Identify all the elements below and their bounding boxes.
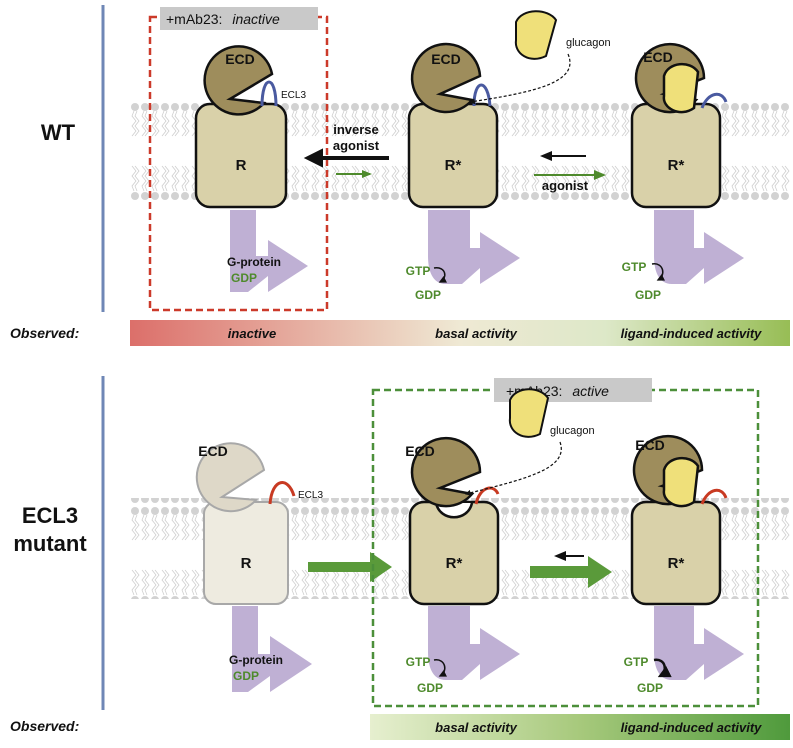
mutant-forward-arrow (530, 556, 612, 588)
wt-gdp-label-1: GDP (231, 271, 257, 285)
mutant-gradient-ligand: ligand-induced activity (621, 720, 763, 735)
mutant-gprotein-label: G-protein (229, 653, 283, 667)
wt-glucagon-1 (514, 10, 558, 60)
wt-receptor-ligand (630, 102, 722, 209)
wt-inverse-arrow (303, 148, 389, 168)
wt-gprotein-inactive (230, 210, 308, 292)
wt-agonist-forward-head (594, 170, 606, 180)
mutant-gtp-label-2: GTP (624, 655, 649, 669)
wt-box-tag (160, 7, 318, 30)
mutant-receptor-basal-label: R* (446, 555, 463, 572)
wt-inverse-label-1: inverse (333, 122, 379, 137)
wt-receptor-ligand-label: R* (668, 157, 685, 174)
wt-gdp-label-2: GDP (415, 288, 441, 302)
wt-row-label: WT (41, 120, 76, 145)
wt-agonist-label: agonist (542, 178, 589, 193)
wt-glucagon-bound (662, 63, 700, 114)
mutant-back-head (554, 551, 566, 561)
wt-gprotein-ligand (654, 210, 744, 284)
wt-receptor-inactive (194, 102, 288, 209)
wt-glucagon-label-1: glucagon (566, 37, 611, 49)
mutant-gprotein-ligand (654, 606, 744, 680)
mutant-gdp-label-1: GDP (233, 669, 259, 683)
mutant-receptor-inactive-label: R (241, 555, 252, 572)
wt-ecl3-loop-inactive (260, 80, 278, 107)
mutant-observed-gradient (370, 714, 790, 740)
mutant-glucagon-label-1: glucagon (550, 425, 595, 437)
wt-receptor-inactive-label: R (236, 157, 247, 174)
mutant-observed-label: Observed: (10, 718, 79, 734)
mutant-receptor-inactive (203, 501, 289, 605)
wt-observed-label: Observed: (10, 325, 79, 341)
wt-gtp-label-2: GTP (622, 260, 647, 274)
mutant-box-state: active (572, 383, 609, 399)
wt-ecl3-loop-ligand (700, 92, 728, 109)
wt-box-state: inactive (232, 11, 280, 27)
wt-gprotein-basal (428, 210, 520, 284)
mutant-ecd-open (410, 436, 482, 508)
mutant-gtp-label-1: GTP (406, 655, 431, 669)
mutant-ecl3-label: ECL3 (298, 490, 323, 501)
mutant-ecd-faded (195, 442, 266, 513)
wt-gtp-exchange-1 (433, 267, 448, 283)
mutant-gprotein-basal (428, 606, 520, 680)
mutant-glucagon-bound (662, 457, 700, 508)
wt-box-prefix: +mAb23: (166, 11, 222, 27)
mutant-glucagon-1 (508, 388, 550, 438)
wt-basal-forward-arrowhead (362, 170, 372, 178)
wt-gprotein-label: G-protein (227, 255, 281, 269)
wt-ecd-bound-label: ECD (643, 49, 673, 65)
wt-gradient-ligand: ligand-induced activity (621, 326, 763, 341)
wt-ecd-open (410, 42, 482, 114)
mutant-basal-arrow (308, 552, 392, 582)
wt-receptor-basal-label: R* (445, 157, 462, 174)
mutant-gtp-exchange-2 (653, 658, 672, 678)
mutant-row-label-1: ECL3 (22, 503, 78, 528)
wt-ecl3-label: ECL3 (281, 90, 306, 101)
mutant-ecl3-loop-faded (268, 481, 296, 505)
wt-ecd-closed-label: ECD (225, 51, 255, 67)
mutant-ecd-bound-label: ECD (635, 437, 665, 453)
wt-gradient-inactive: inactive (228, 326, 276, 341)
mutant-receptor-ligand-label: R* (668, 555, 685, 572)
mutant-gradient-basal: basal activity (435, 720, 517, 735)
wt-ecd-open-label: ECD (431, 51, 461, 67)
mutant-gtp-exchange-1 (433, 659, 448, 677)
wt-observed-gradient (130, 320, 790, 346)
wt-box-tag-text: +mAb23: inactive (166, 11, 280, 27)
wt-gtp-exchange-2 (651, 263, 666, 281)
wt-gradient-basal: basal activity (435, 326, 517, 341)
wt-gdp-label-3: GDP (635, 288, 661, 302)
mutant-ecl3-loop-ligand (700, 488, 728, 505)
wt-glucagon-path-1 (468, 53, 571, 105)
mutant-row-label-2: mutant (13, 531, 87, 556)
wt-ecd-closed (203, 45, 274, 116)
wt-receptor-basal (407, 102, 499, 209)
wt-agonist-back-head (540, 151, 552, 161)
wt-inverse-label-2: agonist (333, 138, 380, 153)
wt-gtp-label-1: GTP (406, 264, 431, 278)
mutant-ecd-open-label: ECD (405, 443, 435, 459)
mutant-gdp-label-2: GDP (417, 681, 443, 695)
mutant-gprotein-inactive (232, 606, 312, 692)
mutant-receptor-ligand (630, 500, 722, 606)
mutant-gdp-label-3: GDP (637, 681, 663, 695)
mutant-ecd-faded-label: ECD (198, 443, 228, 459)
